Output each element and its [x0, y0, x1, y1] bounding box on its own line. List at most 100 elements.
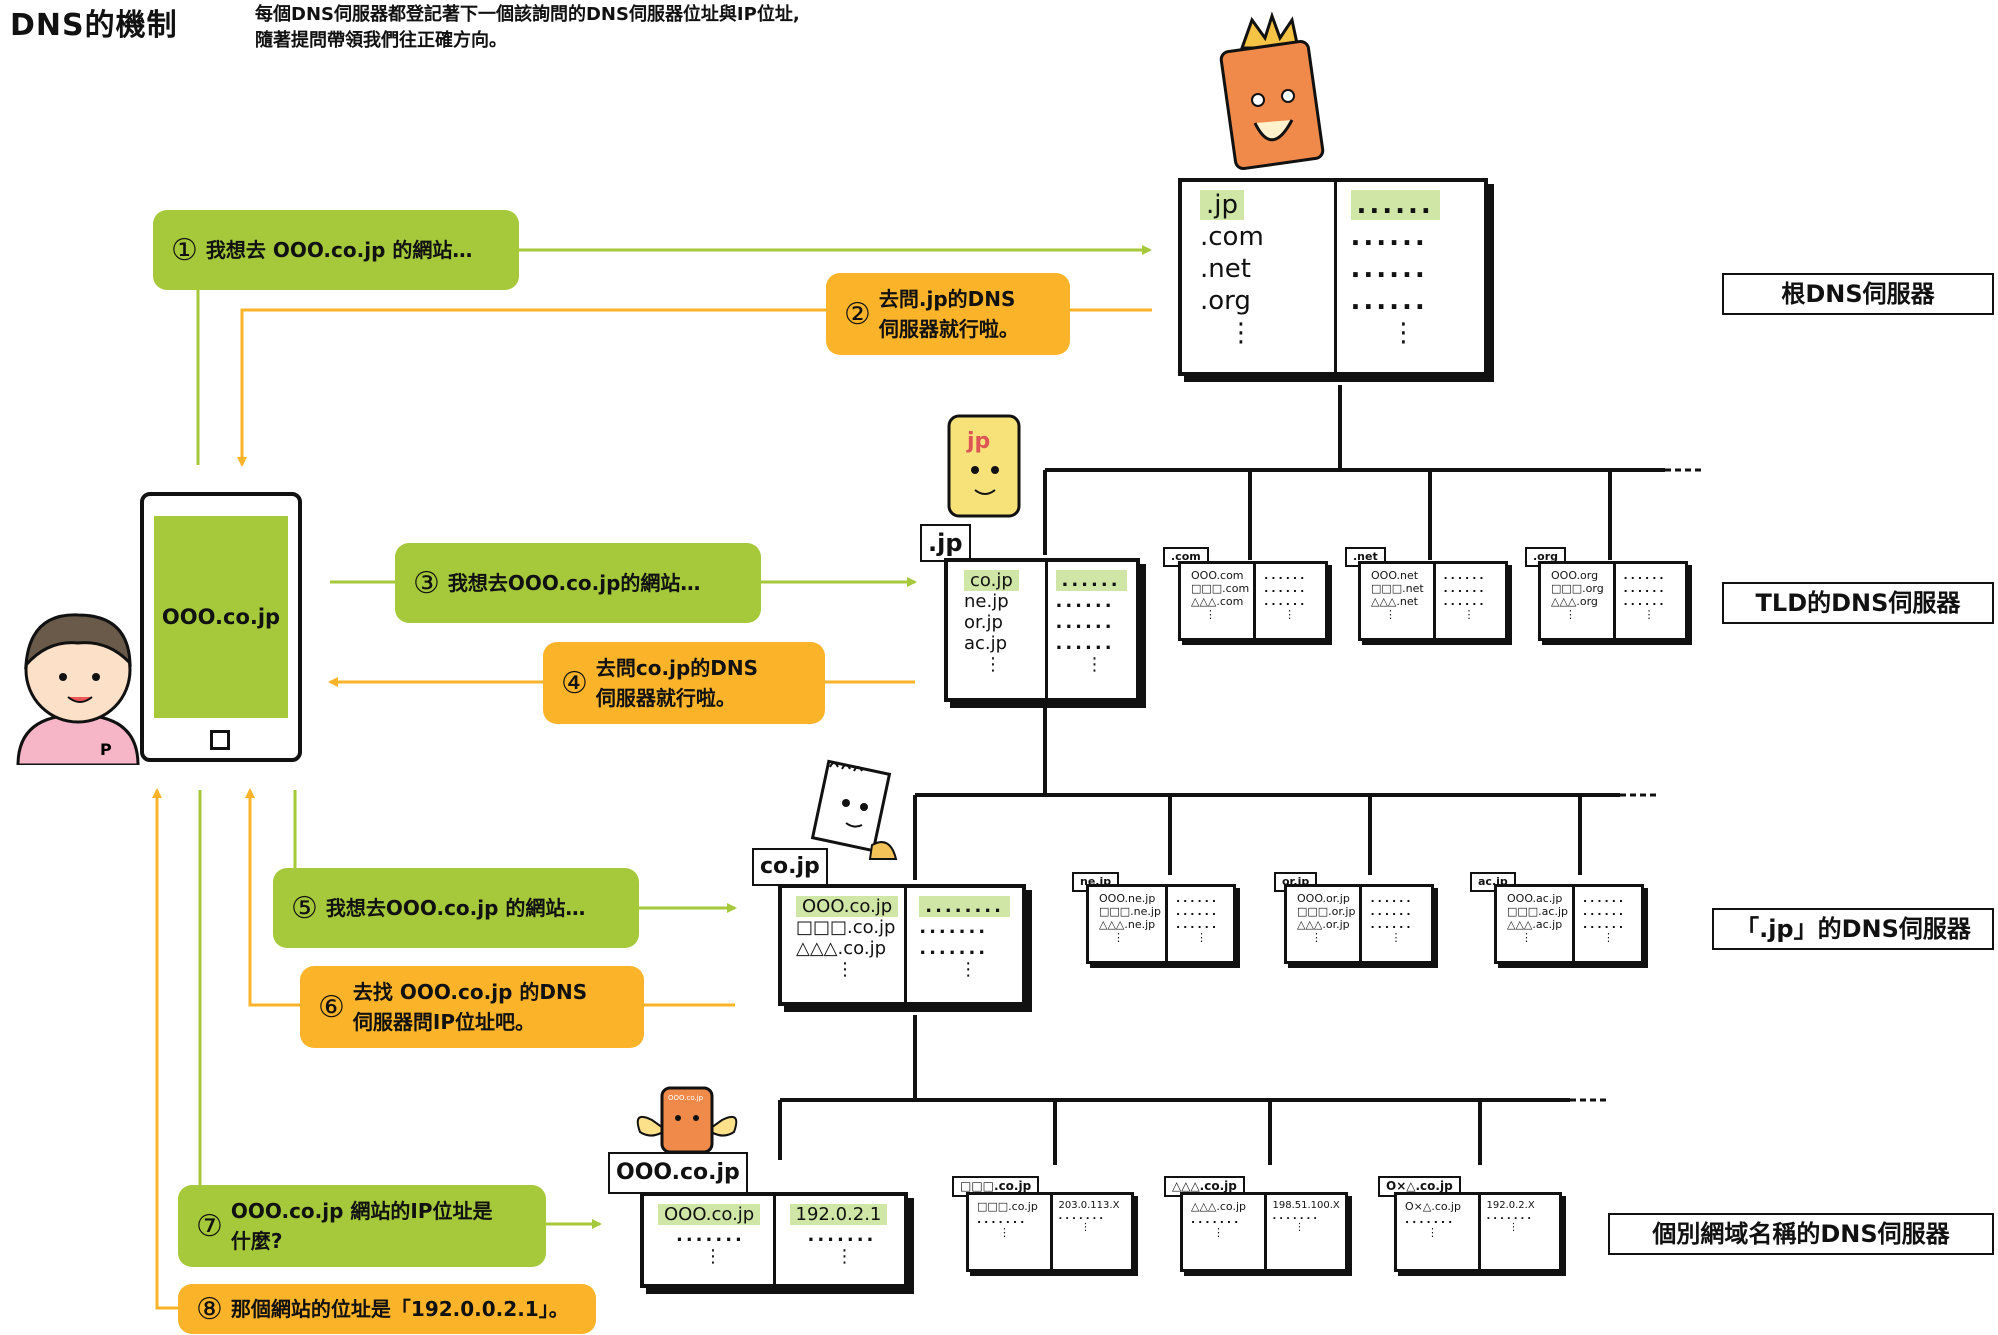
smartphone: OOO.co.jp — [140, 492, 302, 762]
ooo-ip-address: 192.0.2.1 — [789, 1204, 888, 1225]
step-1-number: ① — [171, 232, 198, 268]
ind3-entry-more: ⋮ — [1427, 1226, 1438, 1239]
root-addr-com: ...... — [1350, 222, 1428, 252]
user-character-icon: P — [16, 613, 140, 765]
or-addr-more: ⋮ — [1390, 931, 1402, 944]
root-addr-net: ...... — [1350, 254, 1428, 284]
jp-entry-ne: ne.jp — [964, 591, 1009, 612]
description-line-1: 每個DNS伺服器都登記著下一個該詢問的DNS伺服器位址與IP位址, — [255, 4, 800, 25]
cojp-book-right-page: ........ ....... ....... ⋮ — [904, 888, 1022, 1002]
org-entry-more: ⋮ — [1565, 608, 1576, 621]
angel-mascot-label: OOO.co.jp — [668, 1094, 704, 1102]
ind3-ip-more: ⋮ — [1508, 1222, 1519, 1233]
jp-book-or: OOO.or.jp □□□.or.jp △△△.or.jp ⋮ ...... .… — [1284, 884, 1434, 964]
ac-addr-1: ...... — [1583, 892, 1627, 905]
tld-book-net: OOO.net □□□.net △△△.net ⋮ ...... ...... … — [1358, 561, 1508, 641]
tier-label-root: 根DNS伺服器 — [1722, 273, 1994, 315]
ind-book-1-tab: □□□.co.jp — [952, 1176, 1040, 1197]
step-1-text: 我想去 OOO.co.jp 的網站… — [205, 238, 473, 262]
cojp-dns-book: OOO.co.jp □□□.co.jp △△△.co.jp ⋮ ........… — [778, 884, 1026, 1006]
root-addr-jp: ...... — [1350, 190, 1440, 220]
step-4-text-line-1: 去問co.jp的DNS — [595, 656, 759, 680]
step-3-number: ③ — [413, 565, 440, 601]
angel-mascot-icon: OOO.co.jp — [636, 1086, 738, 1154]
ne-entry-2: □□□.ne.jp — [1099, 905, 1161, 918]
ind-book-2-tab: △△△.co.jp — [1164, 1176, 1245, 1197]
jp-book-tab: .jp — [920, 524, 971, 562]
root-addr-more: ⋮ — [1390, 318, 1417, 348]
net-entry-more: ⋮ — [1385, 608, 1396, 621]
ind1-entry-more: ⋮ — [999, 1226, 1010, 1239]
com-entry-2: □□□.com — [1191, 582, 1250, 595]
ind2-entry-dots: ....... — [1191, 1213, 1242, 1226]
step-7-bubble: ⑦ OOO.co.jp 網站的IP位址是什麼? — [178, 1185, 546, 1267]
org-entry-2: □□□.org — [1551, 582, 1604, 595]
cojp-entry-square: □□□.co.jp — [796, 917, 896, 938]
root-entry-net: .net — [1200, 254, 1251, 284]
home-button[interactable] — [210, 730, 230, 750]
ac-entry-1: OOO.ac.jp — [1507, 892, 1563, 905]
net-addr-2: ...... — [1443, 582, 1487, 595]
ooo-ip-dots: ....... — [807, 1225, 877, 1246]
cojp-addr-square: ....... — [919, 917, 989, 938]
step-8-number: ⑧ — [196, 1291, 223, 1327]
jp-mascot-label: jp — [966, 429, 990, 454]
ac-entry-3: △△△.ac.jp — [1507, 918, 1563, 931]
ooo-book-left-page: OOO.co.jp ....... ⋮ — [644, 1196, 773, 1284]
jp-book-ne: OOO.ne.jp □□□.ne.jp △△△.ne.jp ⋮ ...... .… — [1086, 884, 1236, 964]
jp-entry-ac: ac.jp — [964, 633, 1008, 654]
ac-addr-more: ⋮ — [1603, 931, 1614, 944]
ac-addr-2: ...... — [1583, 905, 1627, 918]
root-entry-org: .org — [1200, 286, 1251, 316]
step-5-number: ⑤ — [291, 890, 318, 926]
ne-addr-2: ...... — [1175, 905, 1220, 918]
net-addr-1: ...... — [1443, 569, 1487, 582]
ind1-entry-name: □□□.co.jp — [977, 1200, 1038, 1213]
step-8-text: 那個網站的位址是「192.0.0.2.1」。 — [230, 1297, 569, 1321]
step-7-number: ⑦ — [196, 1208, 223, 1244]
com-addr-2: ...... — [1264, 582, 1308, 595]
ind-book-3: O×△.co.jp ....... ⋮ 192.0.2.X ....... ⋮ — [1394, 1192, 1562, 1272]
org-entry-1: OOO.org — [1551, 569, 1599, 582]
ind2-ip-dots: ....... — [1272, 1211, 1321, 1222]
description: 每個DNS伺服器都登記著下一個該詢問的DNS伺服器位址與IP位址, 隨著提問帶領… — [255, 2, 800, 54]
phone-screen: OOO.co.jp — [154, 516, 288, 718]
ind2-entry-more: ⋮ — [1213, 1226, 1224, 1239]
cojp-entry-more: ⋮ — [836, 959, 854, 980]
or-entry-3: △△△.or.jp — [1297, 918, 1350, 931]
tld-book-org: OOO.org □□□.org △△△.org ⋮ ...... ...... … — [1538, 561, 1688, 641]
tier-label-individual: 個別網域名稱的DNS伺服器 — [1608, 1213, 1994, 1255]
jp-entry-or: or.jp — [964, 612, 1003, 633]
ac-entry-2: □□□.ac.jp — [1507, 905, 1568, 918]
step-5-text: 我想去OOO.co.jp 的網站… — [325, 896, 586, 920]
jp-addr-or: ...... — [1055, 612, 1115, 633]
jp-entry-co: co.jp — [964, 570, 1019, 591]
description-line-2: 隨著提問帶領我們往正確方向。 — [255, 30, 507, 51]
notepad-mascot-icon — [810, 759, 898, 860]
ooo-entry-name: OOO.co.jp — [658, 1204, 761, 1225]
net-entry-3: △△△.net — [1371, 595, 1418, 608]
jp-addr-ac: ...... — [1055, 633, 1115, 654]
ind2-entry-name: △△△.co.jp — [1191, 1200, 1246, 1213]
ind3-entry-name: O×△.co.jp — [1405, 1200, 1461, 1213]
ind1-ip-dots: ....... — [1058, 1211, 1107, 1222]
step-2-text-line-1: 去問.jp的DNS — [878, 287, 1016, 311]
or-entry-2: □□□.or.jp — [1297, 905, 1356, 918]
step-4-number: ④ — [561, 665, 588, 701]
ne-addr-more: ⋮ — [1195, 931, 1207, 944]
or-entry-1: OOO.or.jp — [1297, 892, 1350, 905]
net-entry-1: OOO.net — [1371, 569, 1419, 582]
step-3-bubble: ③ 我想去OOO.co.jp的網站… — [395, 543, 761, 623]
net-addr-more: ⋮ — [1463, 608, 1475, 621]
jp-addr-co: ...... — [1055, 570, 1127, 591]
ne-entry-1: OOO.ne.jp — [1099, 892, 1156, 905]
root-king-icon — [1219, 11, 1325, 171]
ooo-dns-book: OOO.co.jp ....... ⋮ 192.0.2.1 ....... ⋮ — [640, 1192, 908, 1288]
cojp-book-tab: co.jp — [752, 848, 828, 886]
jp-dns-book: co.jp ne.jp or.jp ac.jp ⋮ ...... ...... … — [944, 558, 1140, 702]
com-addr-more: ⋮ — [1284, 608, 1296, 621]
ind3-ip: 192.0.2.X — [1486, 1200, 1535, 1211]
ooo-entry-dots: ....... — [676, 1225, 745, 1246]
step-5-bubble: ⑤ 我想去OOO.co.jp 的網站… — [273, 868, 639, 948]
